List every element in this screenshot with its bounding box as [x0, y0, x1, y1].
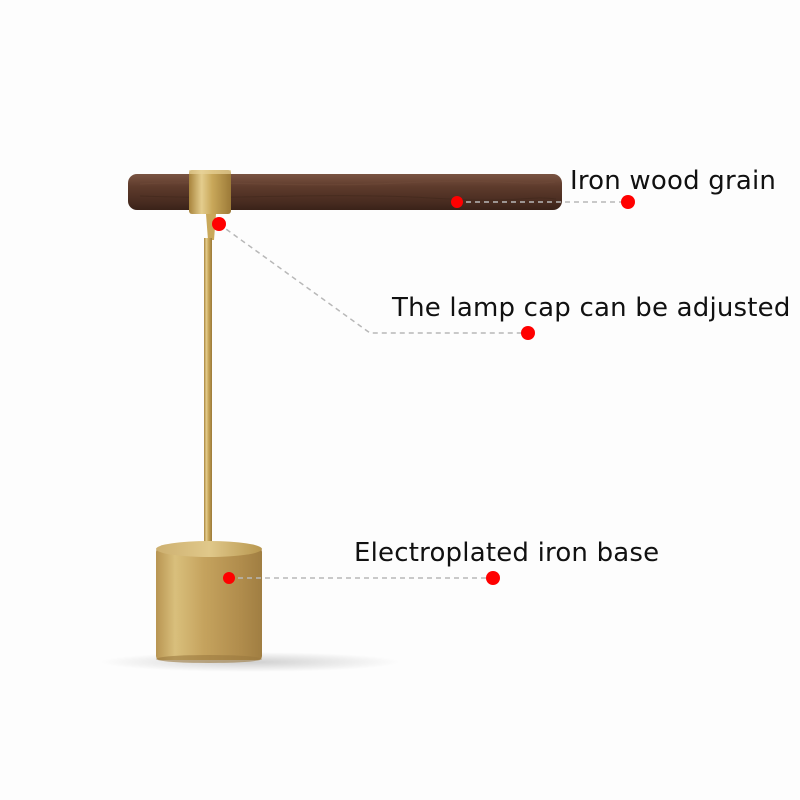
lamp-base — [156, 548, 262, 660]
lamp-stem — [204, 238, 212, 550]
brass-collar — [189, 170, 231, 214]
marker-wood-end — [621, 195, 635, 209]
callout-label-lamp-cap: The lamp cap can be adjusted — [392, 293, 791, 323]
lamp-base-top — [156, 541, 262, 557]
marker-base-end — [486, 571, 500, 585]
marker-cap-end — [521, 326, 535, 340]
callout-label-iron-base: Electroplated iron base — [354, 538, 660, 568]
marker-cap-origin — [212, 217, 226, 231]
callout-label-wood-grain: Iron wood grain — [570, 166, 777, 196]
leader-line-cap — [218, 223, 528, 334]
marker-wood-origin — [451, 196, 463, 208]
marker-base-origin — [223, 572, 235, 584]
